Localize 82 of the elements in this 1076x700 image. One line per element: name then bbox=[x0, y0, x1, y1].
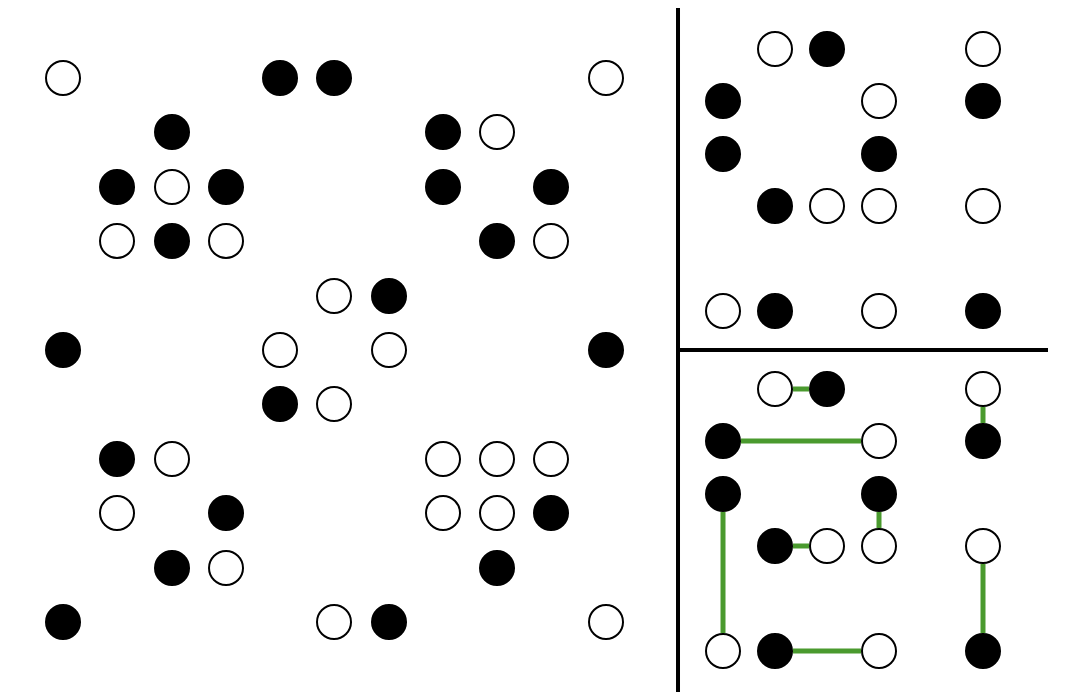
open-circle bbox=[316, 604, 352, 640]
open-circle bbox=[533, 223, 569, 259]
filled-circle bbox=[965, 83, 1001, 119]
filled-circle bbox=[316, 60, 352, 96]
open-circle bbox=[588, 60, 624, 96]
connector-line bbox=[793, 648, 861, 654]
filled-circle bbox=[262, 386, 298, 422]
open-circle bbox=[965, 31, 1001, 67]
filled-circle bbox=[809, 371, 845, 407]
open-circle bbox=[479, 441, 515, 477]
filled-circle bbox=[705, 136, 741, 172]
open-circle bbox=[533, 441, 569, 477]
open-circle bbox=[705, 293, 741, 329]
open-circle bbox=[861, 293, 897, 329]
open-circle bbox=[757, 31, 793, 67]
filled-circle bbox=[965, 293, 1001, 329]
open-circle bbox=[45, 60, 81, 96]
open-circle bbox=[757, 371, 793, 407]
open-circle bbox=[208, 550, 244, 586]
open-circle bbox=[965, 188, 1001, 224]
filled-circle bbox=[861, 476, 897, 512]
filled-circle bbox=[154, 550, 190, 586]
filled-circle bbox=[425, 169, 461, 205]
filled-circle bbox=[809, 31, 845, 67]
filled-circle bbox=[99, 441, 135, 477]
open-circle bbox=[262, 332, 298, 368]
open-circle bbox=[371, 332, 407, 368]
filled-circle bbox=[45, 332, 81, 368]
filled-circle bbox=[757, 633, 793, 669]
connector-line bbox=[980, 564, 986, 633]
open-circle bbox=[861, 633, 897, 669]
open-circle bbox=[861, 83, 897, 119]
open-circle bbox=[425, 495, 461, 531]
filled-circle bbox=[371, 604, 407, 640]
open-circle bbox=[965, 528, 1001, 564]
filled-circle bbox=[154, 114, 190, 150]
open-circle bbox=[588, 604, 624, 640]
filled-circle bbox=[757, 293, 793, 329]
open-circle bbox=[208, 223, 244, 259]
filled-circle bbox=[965, 423, 1001, 459]
open-circle bbox=[705, 633, 741, 669]
open-circle bbox=[425, 441, 461, 477]
filled-circle bbox=[705, 83, 741, 119]
open-circle bbox=[154, 441, 190, 477]
filled-circle bbox=[533, 169, 569, 205]
filled-circle bbox=[154, 223, 190, 259]
open-circle bbox=[99, 223, 135, 259]
filled-circle bbox=[425, 114, 461, 150]
connector-line bbox=[793, 386, 809, 392]
filled-circle bbox=[965, 633, 1001, 669]
connector-line bbox=[741, 438, 861, 444]
open-circle bbox=[809, 528, 845, 564]
open-circle bbox=[861, 528, 897, 564]
open-circle bbox=[316, 386, 352, 422]
filled-circle bbox=[479, 550, 515, 586]
connector-line bbox=[980, 407, 986, 423]
connector-line bbox=[793, 543, 809, 549]
connector-line bbox=[720, 512, 726, 633]
open-circle bbox=[316, 278, 352, 314]
filled-circle bbox=[588, 332, 624, 368]
filled-circle bbox=[208, 495, 244, 531]
filled-circle bbox=[262, 60, 298, 96]
open-circle bbox=[154, 169, 190, 205]
open-circle bbox=[861, 423, 897, 459]
filled-circle bbox=[533, 495, 569, 531]
filled-circle bbox=[861, 136, 897, 172]
filled-circle bbox=[371, 278, 407, 314]
open-circle bbox=[809, 188, 845, 224]
filled-circle bbox=[99, 169, 135, 205]
filled-circle bbox=[479, 223, 515, 259]
open-circle bbox=[965, 371, 1001, 407]
filled-circle bbox=[705, 423, 741, 459]
open-circle bbox=[479, 495, 515, 531]
filled-circle bbox=[208, 169, 244, 205]
filled-circle bbox=[45, 604, 81, 640]
connector-line bbox=[876, 512, 882, 528]
open-circle bbox=[99, 495, 135, 531]
open-circle bbox=[479, 114, 515, 150]
filled-circle bbox=[757, 528, 793, 564]
filled-circle bbox=[705, 476, 741, 512]
filled-circle bbox=[757, 188, 793, 224]
open-circle bbox=[861, 188, 897, 224]
